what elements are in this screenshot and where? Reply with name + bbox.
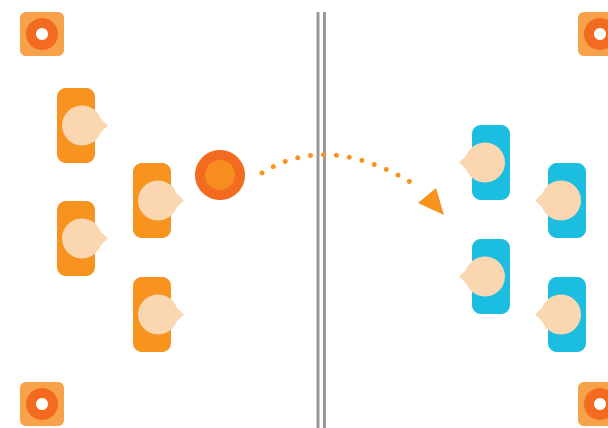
player-head [138, 295, 178, 335]
player-head [62, 106, 102, 146]
cone-center [36, 398, 48, 410]
player-head [465, 257, 505, 297]
cone-bottom-left [20, 382, 64, 426]
cone-bottom-right [578, 382, 608, 426]
cone-center [594, 28, 606, 40]
cone-top-left [20, 12, 64, 56]
player-head [465, 143, 505, 183]
ball-inner [205, 160, 235, 190]
cone-center [594, 398, 606, 410]
player-head [62, 219, 102, 259]
player-head [138, 181, 178, 221]
cone-top-right [578, 12, 608, 56]
dodgeball-icon [195, 150, 245, 200]
cone-center [36, 28, 48, 40]
net-line-left [317, 12, 320, 428]
player-head [541, 181, 581, 221]
player-head [541, 295, 581, 335]
net-line-right [323, 12, 326, 428]
